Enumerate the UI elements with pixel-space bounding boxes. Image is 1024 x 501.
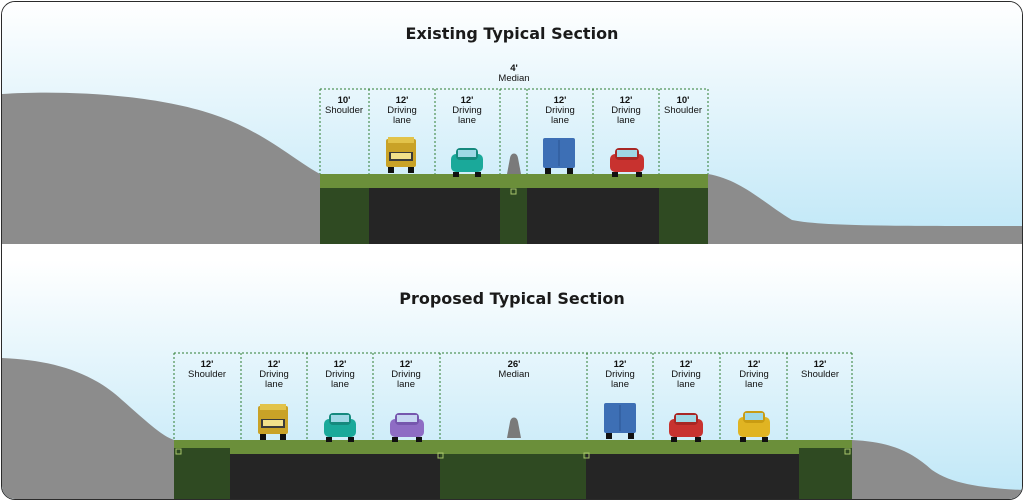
segment-width: 10' [337,95,351,106]
segment-label: 12' Driving lane [606,96,646,126]
vehicle-truck-yellow [258,404,288,440]
vehicle-car-red [669,413,703,442]
segment-width: 12' [747,359,761,370]
vehicle-car-teal [451,148,483,177]
median-label: 4' Median [479,64,549,84]
segment-name: Driving lane [391,369,421,390]
vehicle-car-teal [324,413,356,442]
segment-label: 10' Shoulder [648,96,718,116]
segment-label: 12' Driving lane [320,360,360,390]
segment-label: 26' Median [479,360,549,380]
pavement-right [527,188,659,244]
proposed-section-title: Proposed Typical Section [399,289,625,308]
vehicle-truck-blue [604,403,636,439]
segment-label: 12' Driving lane [666,360,706,390]
shoulder-base-right [799,448,852,499]
proposed-section-panel: Proposed Typical Section 12' Shoulder 12… [2,260,1022,499]
pavement-left [230,454,440,499]
segment-width: 12' [679,359,693,370]
median-width: 4' [510,63,518,74]
segment-name: Driving lane [671,369,701,390]
segment-width: 12' [619,95,633,106]
segment-label: 12' Driving lane [382,96,422,126]
deck-surface [320,174,708,188]
segment-width: 12' [200,359,214,370]
segment-width: 12' [395,95,409,106]
segment-name: Shoulder [663,105,703,116]
median-barrier [507,153,521,174]
median-base [440,454,586,499]
segment-name: Driving lane [545,105,575,126]
segment-name: Shoulder [187,369,227,380]
vehicle-car-purple [390,413,424,442]
right-embankment [852,440,1022,499]
pavement-right [586,454,799,499]
segment-name: Median [498,369,530,380]
segment-width: 12' [553,95,567,106]
shoulder-base-right [659,188,708,244]
segment-label: 12' Driving lane [540,96,580,126]
segment-label: 12' Driving lane [447,96,487,126]
segment-name: Driving lane [325,369,355,390]
segment-name: Driving lane [739,369,769,390]
right-embankment [708,174,1022,244]
left-embankment [2,92,320,244]
segment-label: 12' Driving lane [254,360,294,390]
segment-name: Shoulder [800,369,840,380]
existing-section-drawing [2,2,1022,244]
segment-label: 12' Driving lane [600,360,640,390]
segment-width: 10' [676,95,690,106]
segment-width: 12' [813,359,827,370]
dimension-lines [173,352,853,440]
dimension-lines [319,88,709,174]
vehicle-truck-blue [543,138,575,174]
segment-name: Driving lane [611,105,641,126]
median-base [500,188,527,244]
segment-label: 10' Shoulder [309,96,379,116]
segment-width: 12' [267,359,281,370]
median-barrier [507,417,521,438]
proposed-section-drawing [2,260,1022,499]
vehicle-truck-yellow [386,137,416,173]
left-embankment [2,358,174,499]
existing-section-title: Existing Typical Section [405,24,619,43]
median-name: Median [498,73,530,84]
pavement-left [369,188,500,244]
segment-name: Driving lane [452,105,482,126]
segment-label: 12' Shoulder [785,360,855,380]
segment-width: 26' [507,359,521,370]
vehicle-car-yellow [738,411,770,442]
deck-surface [174,440,852,454]
segment-name: Shoulder [324,105,364,116]
segment-name: Driving lane [387,105,417,126]
vehicle-car-red [610,148,644,177]
segment-name: Driving lane [605,369,635,390]
existing-section-panel: Existing Typical Section 4' Median 10' S… [2,2,1022,244]
segment-width: 12' [460,95,474,106]
segment-label: 12' Driving lane [386,360,426,390]
shoulder-base-left [320,188,369,244]
segment-width: 12' [613,359,627,370]
segment-width: 12' [399,359,413,370]
segment-name: Driving lane [259,369,289,390]
segment-label: 12' Shoulder [172,360,242,380]
segment-width: 12' [333,359,347,370]
segment-label: 12' Driving lane [734,360,774,390]
shoulder-base-left [174,448,230,499]
